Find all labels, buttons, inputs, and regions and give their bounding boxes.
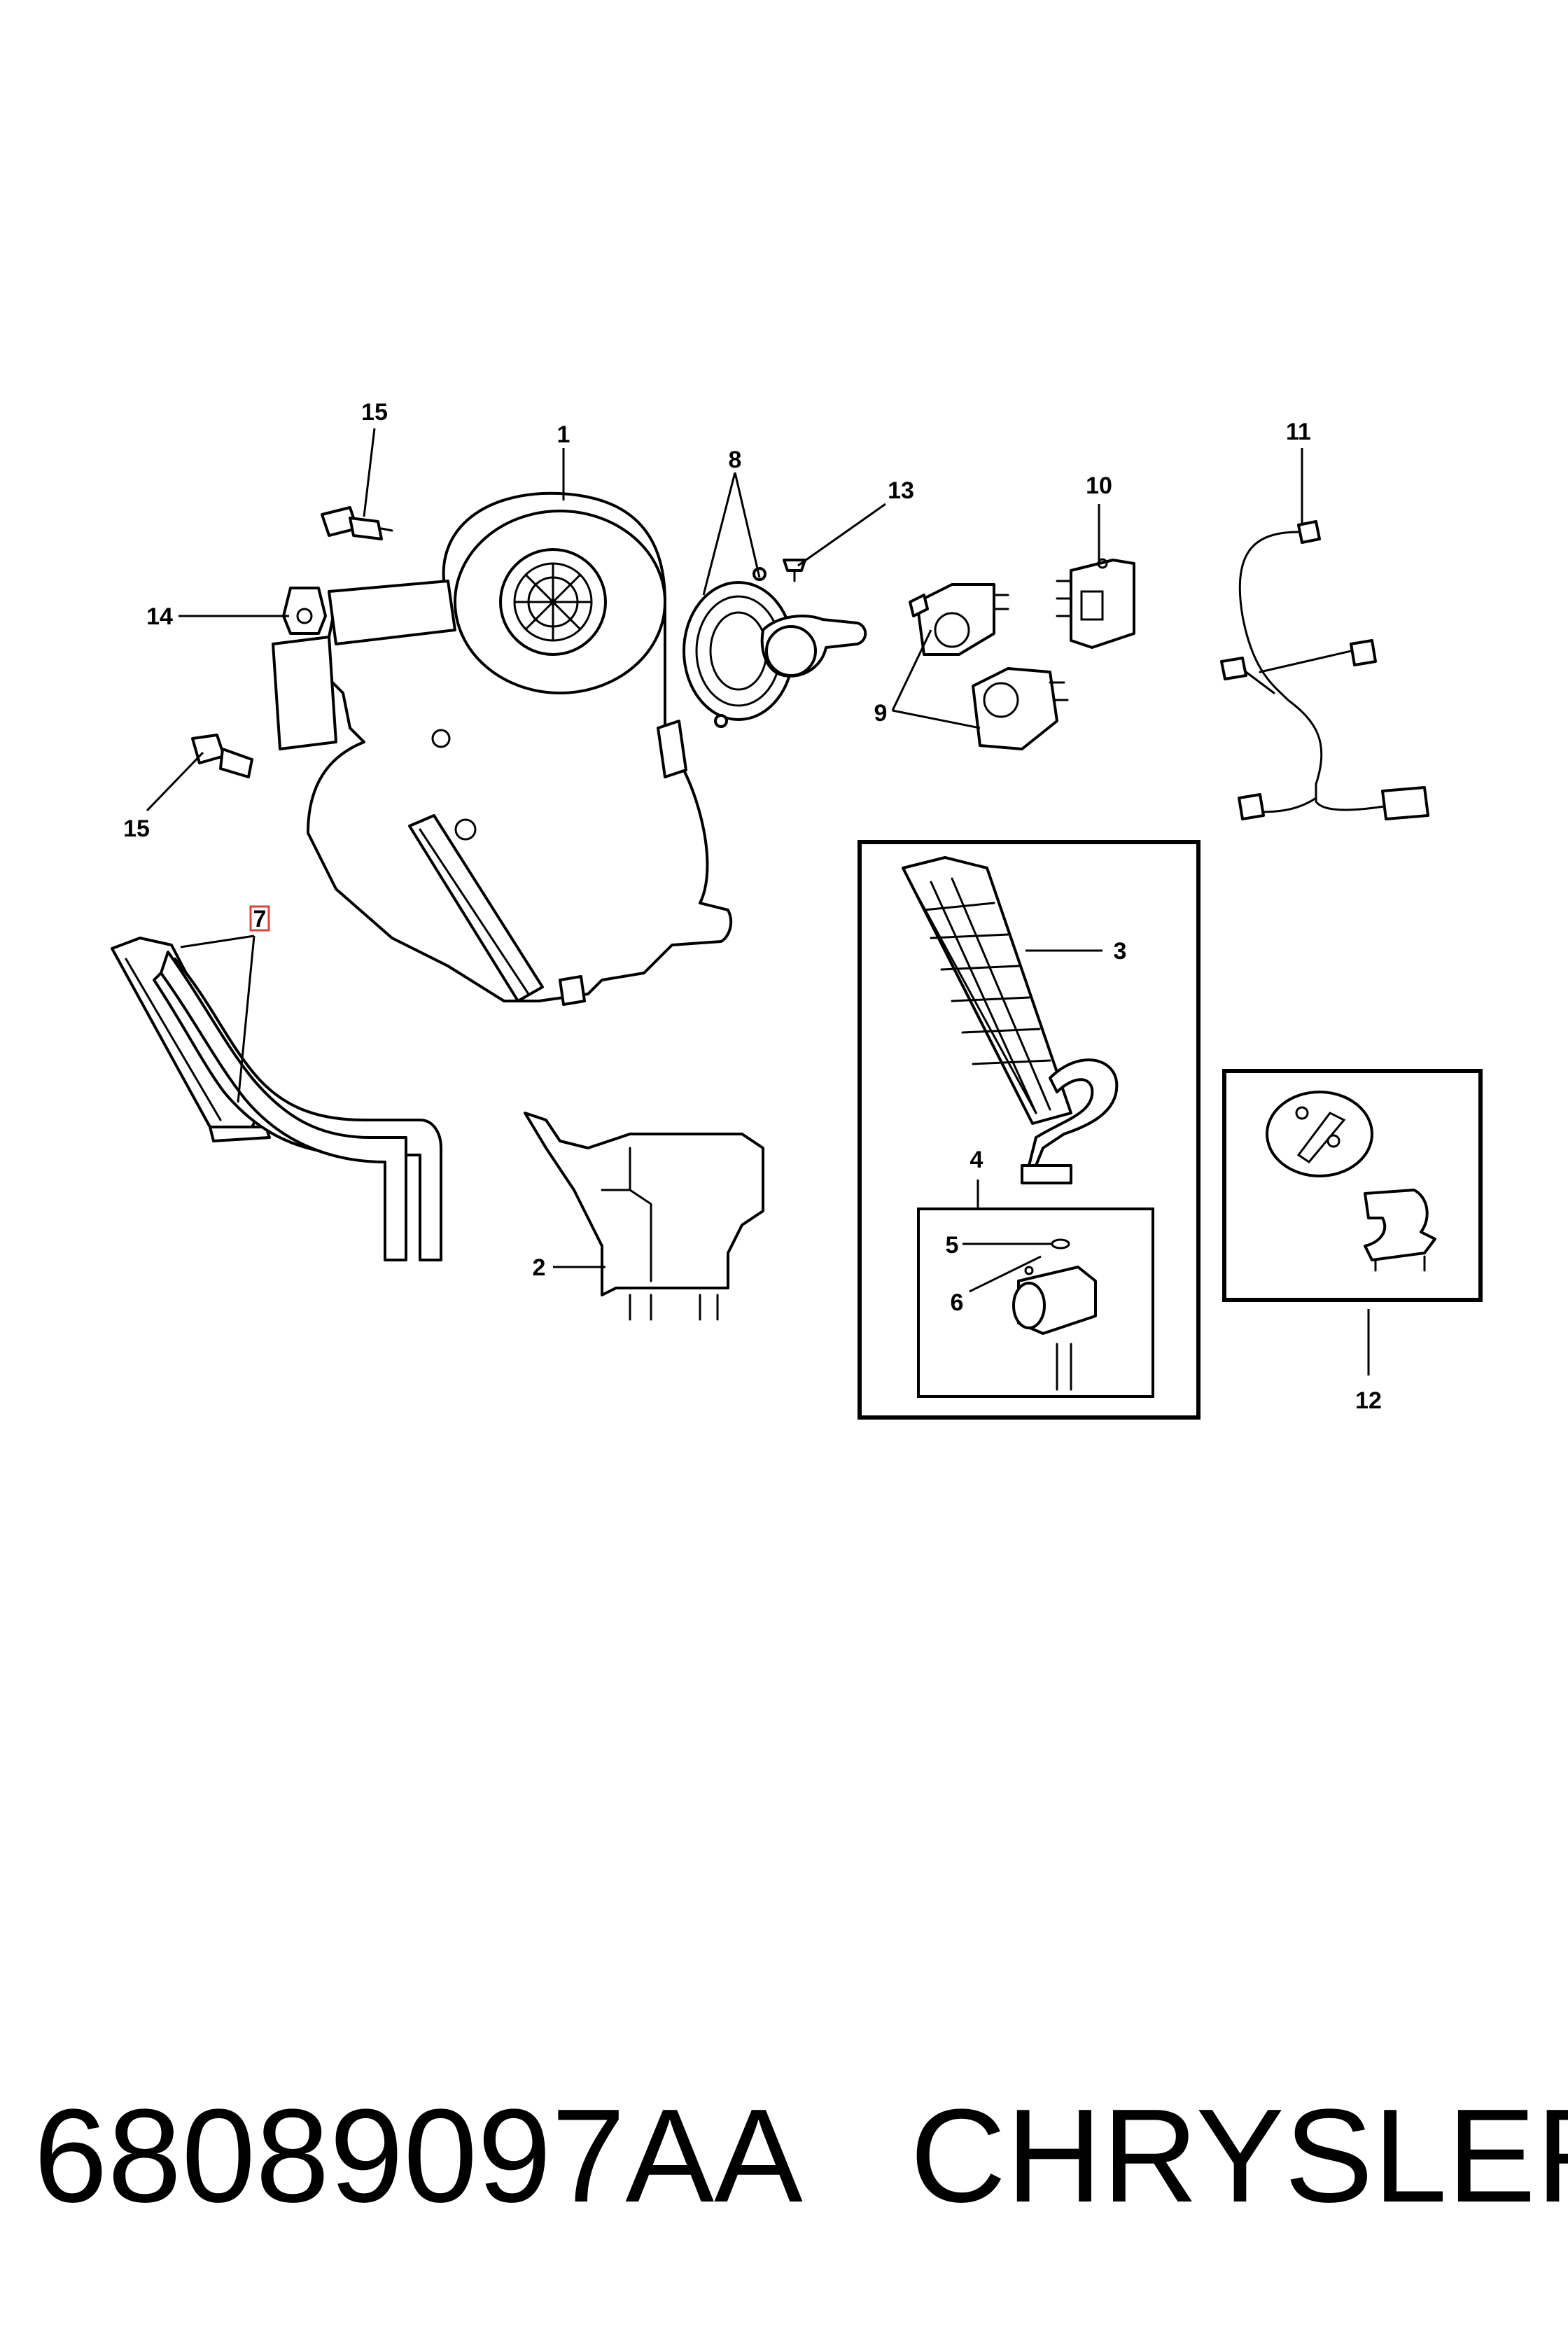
o-ring-part <box>1051 1238 1070 1250</box>
callout-15-upper: 15 <box>361 399 388 426</box>
seal-part <box>1266 1091 1436 1272</box>
callout-12: 12 <box>1355 1387 1382 1414</box>
callout-13: 13 <box>888 477 914 504</box>
hvac-housing-part <box>272 491 733 1006</box>
brand-name: CHRYSLER <box>910 2082 1568 2230</box>
callout-15-lower: 15 <box>123 816 150 842</box>
callout-4: 4 <box>970 1147 983 1173</box>
control-module-part <box>1056 558 1135 649</box>
evaporator-kit-box <box>858 840 1200 1420</box>
leader-lines <box>146 428 1370 1376</box>
callout-14: 14 <box>146 603 173 630</box>
expansion-valve-part <box>1012 1266 1097 1391</box>
actuator-part-upper <box>909 583 1009 656</box>
sensor-part-upper <box>321 506 393 540</box>
callout-11: 11 <box>1286 419 1311 445</box>
seal-kit-box <box>1222 1069 1483 1302</box>
callout-7-highlight: 7 <box>249 905 270 932</box>
callout-6: 6 <box>951 1289 964 1316</box>
distribution-housing-part <box>524 1112 764 1321</box>
part-number: 68089097AA <box>34 2082 803 2230</box>
clip-part <box>282 587 327 635</box>
callout-8: 8 <box>729 447 742 473</box>
expansion-valve-kit-box <box>917 1208 1154 1398</box>
callout-5: 5 <box>946 1232 959 1259</box>
callout-7: 7 <box>253 906 267 932</box>
callout-2: 2 <box>533 1254 546 1281</box>
callout-1: 1 <box>557 421 570 448</box>
wiring-harness-part <box>1220 520 1429 820</box>
sensor-part-lower <box>191 734 253 778</box>
actuator-part-lower <box>972 667 1069 750</box>
screw-part <box>783 559 806 582</box>
callout-9: 9 <box>874 700 888 727</box>
heater-core-part <box>111 937 442 1261</box>
callout-3: 3 <box>1114 938 1127 965</box>
callout-10: 10 <box>1086 472 1112 499</box>
blower-motor-part <box>682 567 867 728</box>
